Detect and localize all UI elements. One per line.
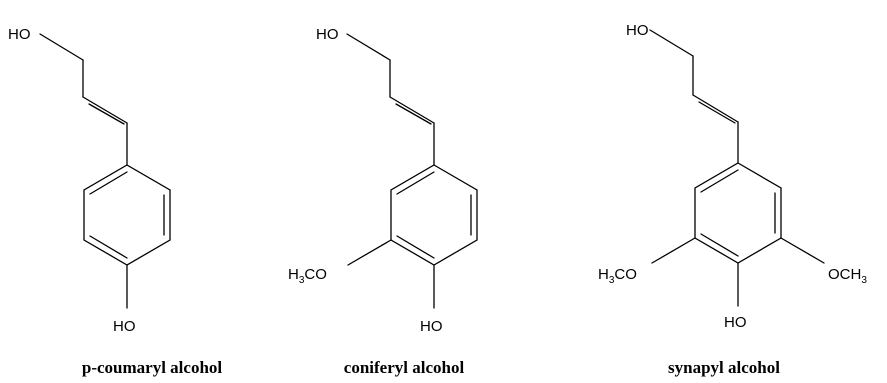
ring-double-bond-3 [89,171,128,195]
hydroxyl-label-bottom: HO [113,318,136,335]
methoxy-subscript: 3 [609,275,615,286]
methoxy-h: H [288,266,299,283]
bond-ch-ch-double [692,94,739,123]
hydroxyl-label-bottom: HO [724,314,747,331]
methoxy-subscript: 3 [299,275,305,286]
molecule-p-coumaryl-alcohol: HO HO p-coumaryl alcohol [8,26,222,377]
bond-ring-methoxy [347,239,392,266]
bonds [39,33,171,309]
methoxy-label-left: H3CO [598,266,637,286]
caption-p-coumaryl-alcohol: p-coumaryl alcohol [82,358,223,377]
molecule-synapyl-alcohol: HO HO H3CO OCH3 synapyl alcohol [598,22,867,377]
hydroxyl-label-top: HO [316,26,339,43]
caption-synapyl-alcohol: synapyl alcohol [668,358,780,377]
molecule-coniferyl-alcohol: HO HO H3CO coniferyl alcohol [288,26,478,377]
bond-ring-methoxy-right [780,237,825,264]
benzene-ring [83,164,171,266]
methoxy-label-left: H3CO [288,266,327,286]
ring-double-bond-2 [396,235,435,259]
benzene-ring [390,164,478,266]
hydroxyl-label-top: HO [626,22,649,39]
bond-ch-ch-double [82,96,128,124]
caption-coniferyl-alcohol: coniferyl alcohol [344,358,465,377]
bond-o-ch2 [346,33,391,61]
ring-double-bond-2 [89,235,128,259]
ring-double-bond-3 [700,169,739,193]
methoxy-co: CO [304,266,327,283]
bond-ch-ch-double-inner [698,101,736,124]
bond-o-ch2 [649,29,694,57]
bond-o-ch2 [39,33,84,61]
bond-ch-ch-double-inner [395,103,432,125]
ring-double-bond-2 [700,233,739,257]
methoxy-label-right: OCH3 [828,266,867,286]
hydroxyl-label-bottom: HO [420,318,443,335]
bond-ring-methoxy-left [651,237,696,264]
benzene-ring [694,162,782,264]
bond-ch-ch-double [389,96,435,124]
bond-ch-ch-double-inner [88,103,125,125]
ring-double-bond-3 [396,171,435,195]
methoxy-co: CO [614,266,637,283]
methoxy-subscript: 3 [861,275,867,286]
bonds [346,33,478,309]
hydroxyl-label-top: HO [8,26,31,43]
bonds [649,29,825,307]
methoxy-h: H [598,266,609,283]
methoxy-och: OCH [828,266,861,283]
